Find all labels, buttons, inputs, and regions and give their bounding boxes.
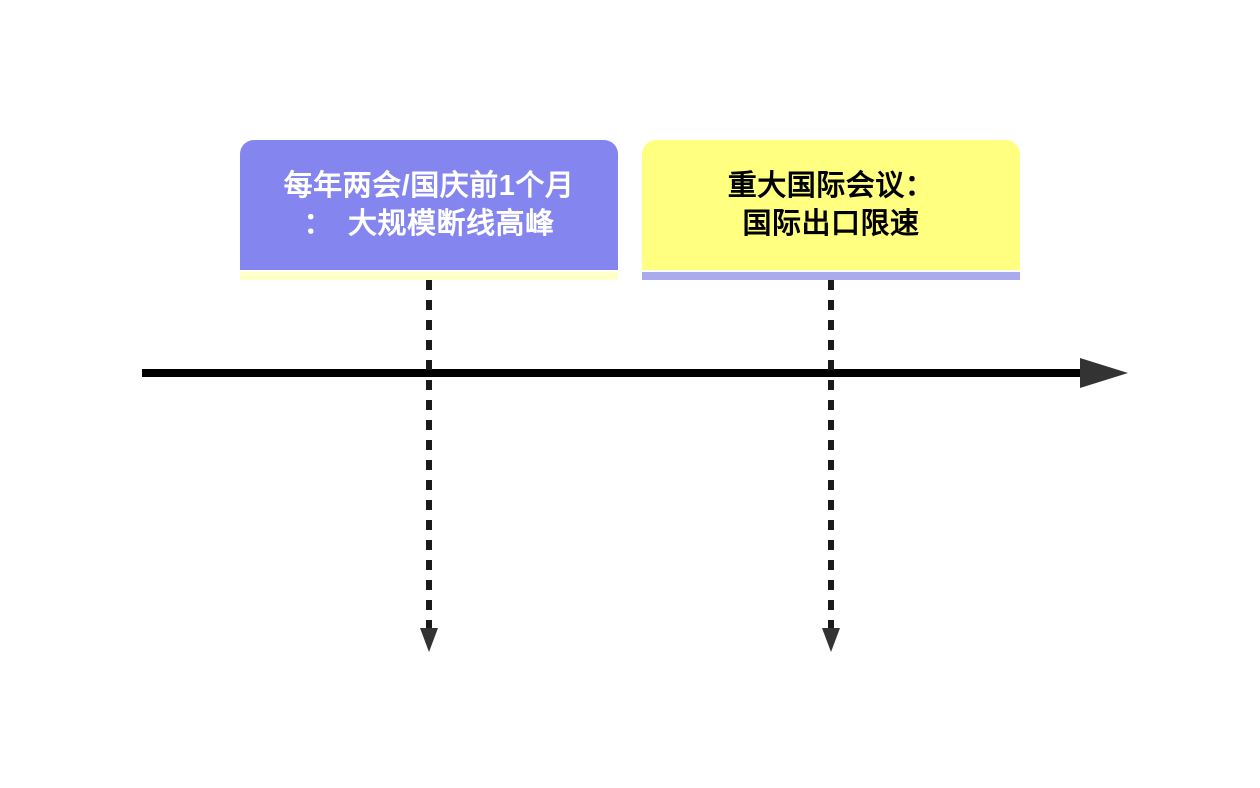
event-box-text-line: ： 大规模断线高峰	[303, 208, 555, 240]
event-box-international-meeting: 重大国际会议： 国际出口限速	[642, 140, 1020, 270]
down-arrowhead-icon	[822, 628, 840, 652]
event-box-two-sessions-peak: 每年两会/国庆前1个月 ： 大规模断线高峰	[240, 140, 618, 270]
event-box-text-line: 重大国际会议：	[727, 170, 935, 202]
timeline-arrowhead-icon	[1080, 358, 1128, 388]
dashed-connector-two-sessions	[426, 280, 432, 628]
accent-strip-two-sessions	[240, 272, 618, 280]
accent-strip-international-meeting	[642, 272, 1020, 280]
event-box-text-line: 每年两会/国庆前1个月	[283, 170, 575, 202]
down-arrowhead-icon	[420, 628, 438, 652]
dashed-connector-international-meeting	[828, 280, 834, 628]
timeline-axis	[142, 369, 1083, 377]
event-box-text-line: 国际出口限速	[742, 208, 920, 240]
